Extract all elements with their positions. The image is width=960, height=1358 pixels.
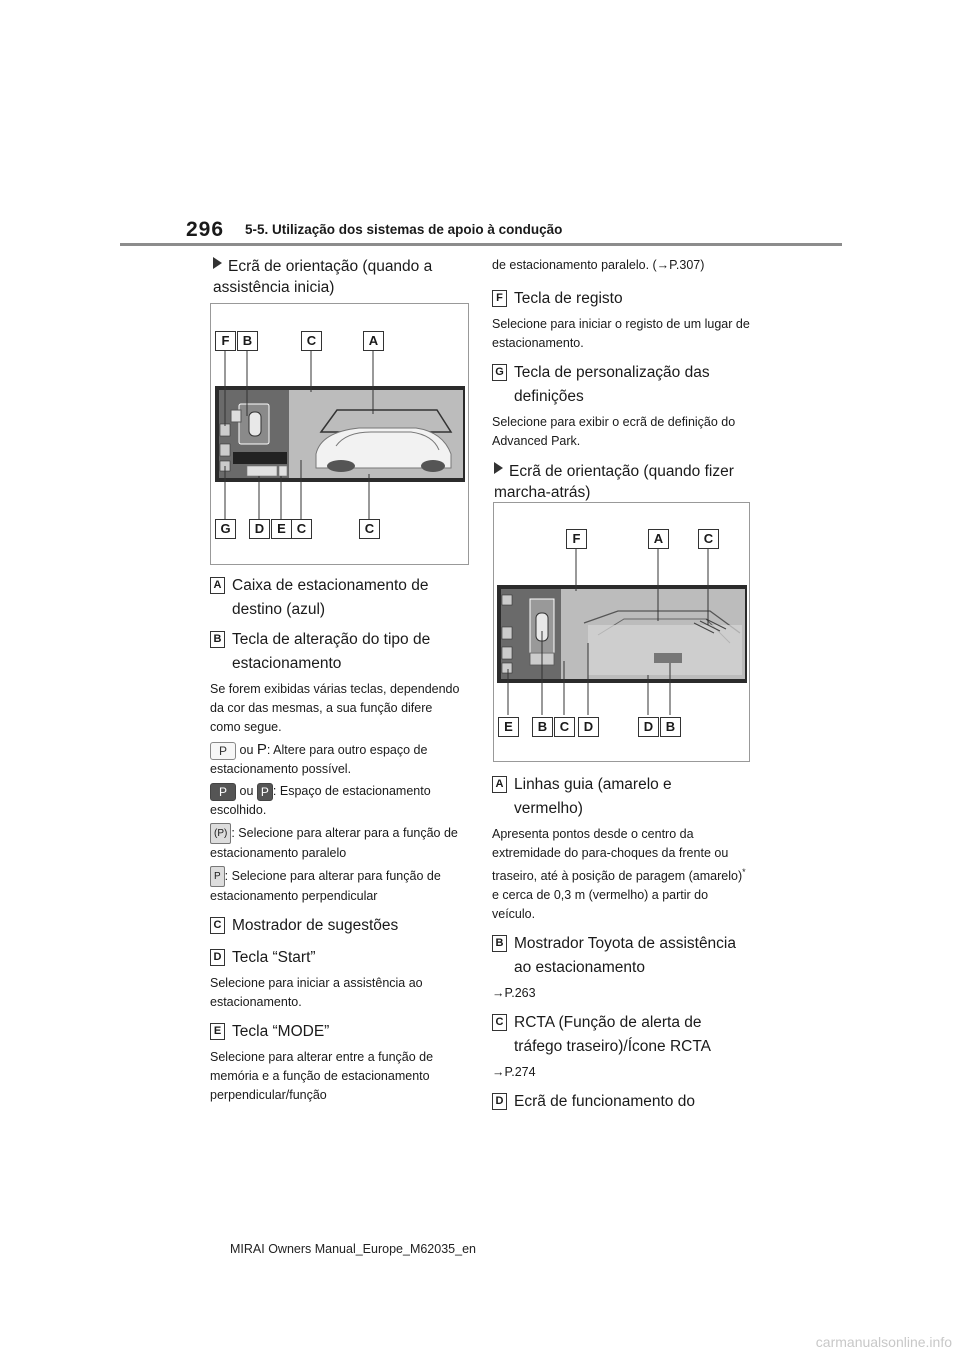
item-g-heading: G Tecla de personalização das definições (492, 361, 750, 409)
fig1-label-top-1: B (237, 331, 258, 351)
item2-a-heading: A Linhas guia (amarelo e vermelho) (492, 773, 750, 821)
item2-d-badge: D (492, 1093, 507, 1111)
car-silhouette (315, 427, 452, 469)
triangle-bullet-icon (494, 462, 503, 474)
screen1-heading: Ecrã de orientação (quando a assistência… (213, 258, 433, 296)
fig2-label-bottom-5: B (660, 717, 681, 737)
item-c-badge: C (210, 917, 225, 934)
item2-c-badge: C (492, 1014, 507, 1032)
item-e-badge: E (210, 1023, 225, 1040)
fig2-label-bottom-1: B (532, 717, 553, 737)
item2-a-description: Apresenta pontos desde o centro da extre… (492, 827, 746, 922)
item-b-description: Se forem exibidas várias teclas, depende… (210, 682, 460, 734)
figure1-illustration (215, 350, 465, 519)
fig1-label-bottom-0: G (215, 519, 236, 539)
fig2-label-top-1: A (648, 529, 669, 549)
fig1-label-top-2: C (301, 331, 322, 351)
item2-a-badge: A (492, 776, 507, 793)
item-b-line2: P ou P: Espaço de estacionamento escolhi… (210, 782, 431, 817)
item-b-badge: B (210, 631, 225, 648)
item-a-badge: A (210, 577, 225, 594)
figure2-illustration (497, 548, 747, 715)
right-items-top: de estacionamento paralelo. (→P.307) F T… (492, 256, 750, 503)
item2-b-badge: B (492, 935, 507, 953)
item2-b-page-ref[interactable]: →P.263 (492, 986, 536, 1001)
parallel-parking-icon: (P) (210, 823, 232, 844)
footer-manual-name: MIRAI Owners Manual_Europe_M62035_en (230, 1242, 476, 1256)
fig2-label-top-0: F (566, 529, 587, 549)
item2-b-heading: B Mostrador Toyota de assistência ao est… (492, 932, 750, 980)
fig1-label-bottom-2: E (271, 519, 292, 539)
fig1-label-bottom-3: C (291, 519, 312, 539)
fig1-label-bottom-1: D (249, 519, 270, 539)
item-d-description: Selecione para iniciar a assistência ao … (210, 976, 423, 1009)
triangle-bullet-icon (213, 257, 222, 269)
watermark: carmanualsonline.info (815, 1334, 952, 1350)
item-b-heading: B Tecla de alteração do tipo de estacion… (210, 628, 464, 676)
item-f-heading: F Tecla de registo (492, 287, 750, 311)
fig1-label-top-3: A (363, 331, 384, 351)
item-b-line4: P: Selecione para alterar para função de… (210, 866, 464, 906)
rcta-icon (654, 653, 682, 663)
item-g-description: Selecione para exibir o ecrã de definiçã… (492, 415, 736, 448)
continued-text: de estacionamento paralelo. (→P.307) (492, 258, 705, 272)
p-key-icon (230, 409, 242, 423)
left-items: A Caixa de estacionamento de destino (az… (210, 574, 464, 1105)
item-d-heading: D Tecla “Start” (210, 946, 464, 970)
section-title: 5-5. Utilização dos sistemas de apoio à … (245, 222, 563, 237)
fig2-label-bottom-0: E (498, 717, 519, 737)
item-e-description: Selecione para alterar entre a função de… (210, 1050, 434, 1102)
item-c-heading: C Mostrador de sugestões (210, 914, 464, 938)
fig2-label-bottom-4: D (638, 717, 659, 737)
perpendicular-parking-icon: P (210, 866, 225, 887)
car-top-icon (248, 411, 262, 437)
p-key-dark-small-icon: P (256, 782, 273, 801)
item-g-badge: G (492, 364, 507, 381)
item-b-line3: (P): Selecione para alterar para a funçã… (210, 823, 464, 863)
fig2-label-bottom-3: D (578, 717, 599, 737)
page-number: 296 (186, 218, 225, 241)
p-key-dark-icon: P (210, 782, 237, 801)
fig1-label-top-0: F (215, 331, 236, 351)
footnote-asterisk: * (742, 867, 746, 877)
screen1-heading-block: Ecrã de orientação (quando a assistência… (213, 256, 463, 298)
item2-c-page-ref[interactable]: →P.274 (492, 1065, 536, 1080)
p-key-light-icon: P (210, 741, 237, 760)
screen2-heading: Ecrã de orientação (quando fizer marcha-… (494, 463, 734, 501)
p-key-light-small-icon: P (256, 741, 267, 758)
item2-d-heading: D Ecrã de funcionamento do (492, 1090, 750, 1114)
item-b-line1: P ou P: Altere para outro espaço de esta… (210, 741, 428, 776)
right-items-bottom: A Linhas guia (amarelo e vermelho) Apres… (492, 773, 750, 1114)
figure-reverse-screen: F A C E B C D D B (493, 502, 750, 762)
item-f-description: Selecione para iniciar o registo de um l… (492, 317, 750, 350)
fig2-label-bottom-2: C (554, 717, 575, 737)
fig2-label-top-2: C (698, 529, 719, 549)
item-f-badge: F (492, 290, 507, 307)
item2-c-heading: C RCTA (Função de alerta de tráfego tras… (492, 1011, 750, 1059)
item-e-heading: E Tecla “MODE” (210, 1020, 464, 1044)
guide-lines (583, 610, 741, 634)
item-a-heading: A Caixa de estacionamento de destino (az… (210, 574, 464, 622)
fig1-label-bottom-4: C (359, 519, 380, 539)
header-rule (120, 243, 842, 246)
item-d-badge: D (210, 949, 225, 966)
figure-assist-start-screen: F B C A G D E C C (210, 303, 469, 565)
